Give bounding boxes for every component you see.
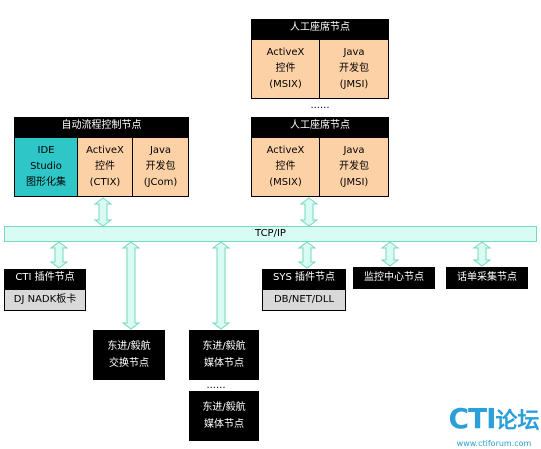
cell-line: (MSIX) bbox=[269, 79, 302, 90]
cell-line: (MSIX) bbox=[269, 177, 302, 188]
node-line: 东进/毅航 bbox=[107, 341, 151, 352]
arrow-bus-to-cti bbox=[49, 241, 69, 269]
cell-line: 图形化集 bbox=[26, 177, 66, 188]
media-node-2: 东进/毅航 媒体节点 bbox=[189, 391, 259, 441]
media-node-1: 东进/毅航 媒体节点 bbox=[189, 330, 259, 380]
cell-line: ActiveX bbox=[266, 47, 305, 58]
cell-line: 开发包 bbox=[339, 161, 369, 172]
cell-line: IDE bbox=[37, 145, 55, 156]
sys-node-title: SYS 插件节点 bbox=[262, 269, 346, 289]
arrow-bus-to-media bbox=[211, 241, 231, 330]
cti-logo-cn: 论坛 bbox=[495, 409, 540, 434]
cell-line: 控件 bbox=[95, 161, 115, 172]
billing-node: 话单采集节点 bbox=[446, 267, 528, 289]
agent-activex-cell: ActiveX 控件 (MSIX) bbox=[251, 137, 320, 197]
arrow-agent-to-bus bbox=[299, 197, 319, 227]
node-line: 交换节点 bbox=[109, 358, 149, 369]
agent-java-cell: Java 开发包 (JMSI) bbox=[319, 137, 389, 197]
arrow-bus-to-billing bbox=[472, 241, 492, 267]
node-line: 媒体节点 bbox=[204, 419, 244, 430]
cell-line: Studio bbox=[30, 161, 62, 172]
auto-flow-node-title: 自动流程控制节点 bbox=[14, 117, 189, 137]
auto-flow-activex-cell: ActiveX 控件 (CTIX) bbox=[77, 137, 133, 197]
cell-line: 开发包 bbox=[145, 161, 176, 172]
cell-line: (JCom) bbox=[143, 177, 178, 188]
node-line: 东进/毅航 bbox=[202, 341, 246, 352]
arrow-bus-to-monitor bbox=[380, 241, 400, 267]
arrow-auto-flow-to-bus bbox=[93, 197, 113, 227]
cti-node-sub: DJ NADK板卡 bbox=[4, 289, 86, 311]
arrow-bus-to-sys bbox=[297, 241, 317, 269]
cell-line: (JMSI) bbox=[339, 177, 369, 188]
cti-node-title: CTI 插件节点 bbox=[4, 269, 86, 289]
cell-line: (JMSI) bbox=[339, 79, 369, 90]
auto-flow-java-cell: Java 开发包 (JCom) bbox=[132, 137, 189, 197]
cell-line: ActiveX bbox=[86, 145, 124, 156]
agent-node-title: 人工座席节点 bbox=[251, 117, 389, 137]
cell-line: ActiveX bbox=[266, 145, 305, 156]
switch-node: 东进/毅航 交换节点 bbox=[93, 330, 165, 380]
top-agent-node-title: 人工座席节点 bbox=[251, 19, 389, 39]
top-agent-java-cell: Java 开发包 (JMSI) bbox=[319, 39, 389, 99]
ide-studio-cell: IDE Studio 图形化集 bbox=[14, 137, 78, 197]
node-line: 媒体节点 bbox=[204, 358, 244, 369]
node-line: 东进/毅航 bbox=[202, 402, 246, 413]
agent-ellipsis: ...... bbox=[310, 100, 330, 111]
sys-node-sub: DB/NET/DLL bbox=[262, 289, 346, 311]
cell-line: Java bbox=[343, 145, 365, 156]
monitor-node: 监控中心节点 bbox=[353, 267, 435, 289]
cell-line: 控件 bbox=[275, 63, 296, 74]
tcp-ip-bus: TCP/IP bbox=[4, 226, 537, 242]
cell-line: 开发包 bbox=[339, 63, 369, 74]
cell-line: Java bbox=[149, 145, 172, 156]
top-agent-activex-cell: ActiveX 控件 (MSIX) bbox=[251, 39, 320, 99]
cti-logo-text: CTI bbox=[448, 402, 496, 435]
ctiforum-watermark: CTI论坛 www.ctiforum.com bbox=[448, 405, 540, 449]
cell-line: 控件 bbox=[275, 161, 296, 172]
watermark-url: www.ctiforum.com bbox=[456, 439, 532, 448]
cell-line: (CTIX) bbox=[89, 177, 121, 188]
arrow-bus-to-switch bbox=[121, 241, 141, 330]
media-ellipsis: ...... bbox=[206, 380, 226, 391]
cell-line: Java bbox=[343, 47, 365, 58]
